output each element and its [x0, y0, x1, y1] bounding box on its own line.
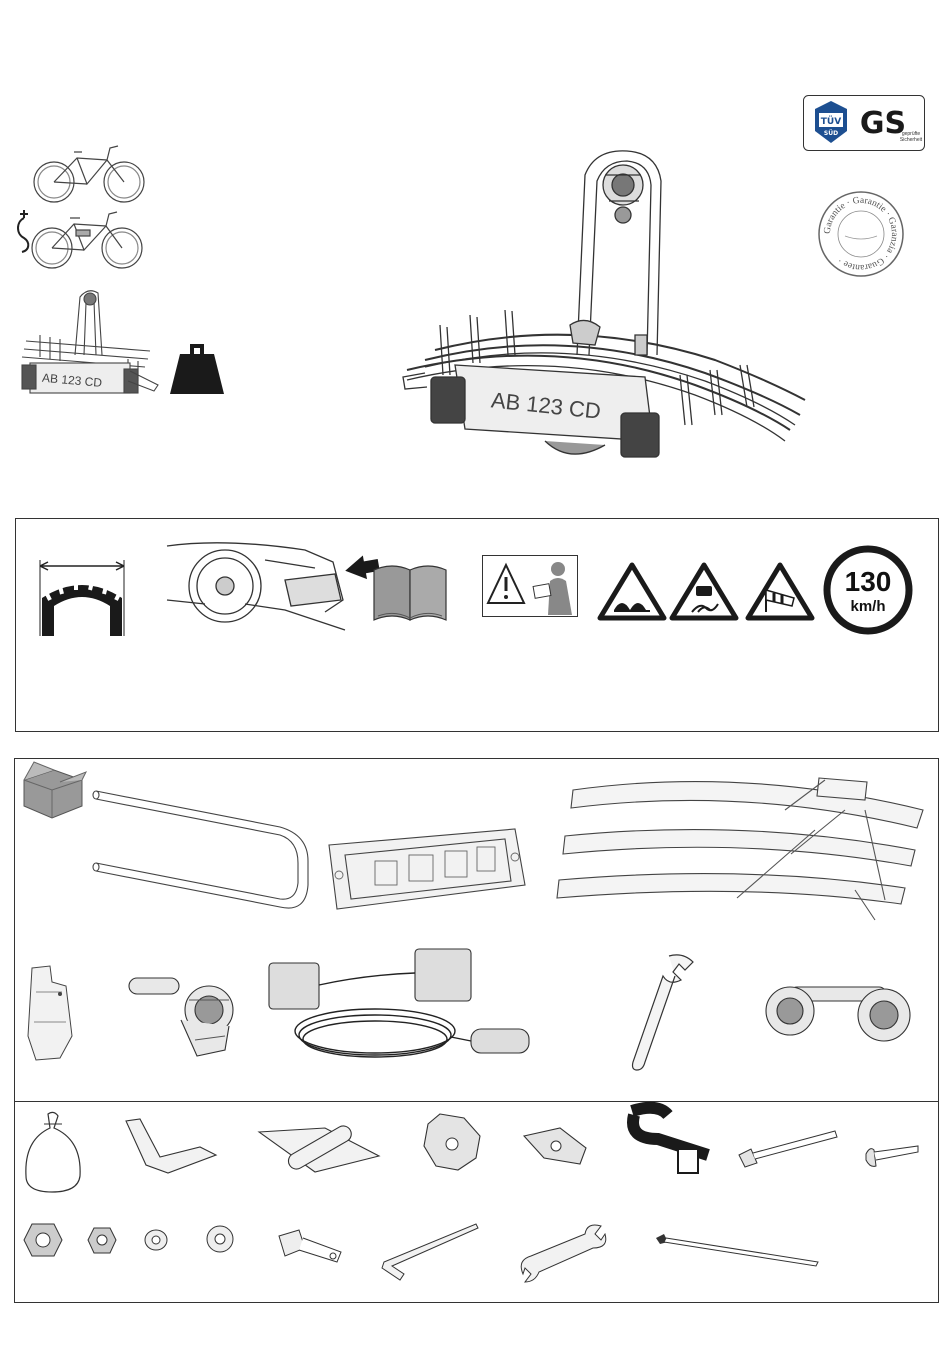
long-bolt-part [735, 1125, 840, 1170]
warnings-panel [15, 518, 939, 732]
speed-unit: km/h [850, 598, 885, 615]
guarantee-seal: Garantie · Garantie · Garanzia · Guarant… [817, 190, 905, 278]
manual-book-icon [370, 558, 450, 624]
u-bar-part [90, 785, 320, 915]
package-box-icon [20, 760, 90, 820]
weight-icon [168, 340, 226, 396]
holder-bracket-part [22, 962, 77, 1062]
bike-carrier-main-illustration: AB 123 CD [395, 145, 805, 465]
lock-nut-part [22, 1222, 64, 1260]
spanner-tool-part [625, 950, 705, 1075]
hex-nut-part [86, 1226, 118, 1256]
ebike-icon [14, 208, 144, 276]
bumpy-road-sign-icon [598, 562, 666, 620]
t-handle-part [255, 1110, 385, 1180]
strap-part [628, 1103, 716, 1181]
clamp-jaw-part [120, 1115, 220, 1175]
large-washer-part [205, 1224, 235, 1254]
lights-cable-part [265, 945, 540, 1065]
bag-icon [22, 1110, 84, 1195]
tuv-label: TÜV [821, 116, 841, 127]
certification-badge: TÜV SÜD GS geprüfte Sicherheit [803, 95, 925, 151]
star-knob-part [420, 1110, 485, 1175]
crosswind-sign-icon [746, 562, 814, 620]
frame-holder-part [125, 970, 245, 1060]
socket-bolt-part [275, 1226, 345, 1268]
gs-sub-label-2: Sicherheit [900, 137, 923, 143]
short-bolt-part [862, 1140, 922, 1170]
carrier-small-illustration: AB 123 CD [20, 285, 160, 400]
bike-icon [32, 140, 147, 208]
frame-holder-pair-part [760, 965, 920, 1055]
cable-tie-part [652, 1232, 822, 1267]
double-wrench-part [515, 1220, 607, 1285]
tuv-sub-label: SÜD [824, 130, 838, 137]
seal-text: Garantie · Garantie · Garanzia · Guarant… [823, 196, 899, 272]
allen-key-part [378, 1222, 482, 1282]
read-manual-warning-icon [482, 555, 578, 617]
gs-label: GS [860, 106, 906, 141]
lever-part [520, 1120, 590, 1170]
speed-value: 130 [845, 566, 892, 597]
wheel-rails-part [555, 770, 930, 925]
tyre-width-icon [36, 558, 128, 638]
speed-limit-sign-icon: 130 km/h [823, 545, 913, 635]
small-washer-part [143, 1228, 169, 1252]
slippery-road-sign-icon [670, 562, 738, 620]
parts-divider [14, 1101, 939, 1102]
base-plate-part [325, 825, 530, 915]
